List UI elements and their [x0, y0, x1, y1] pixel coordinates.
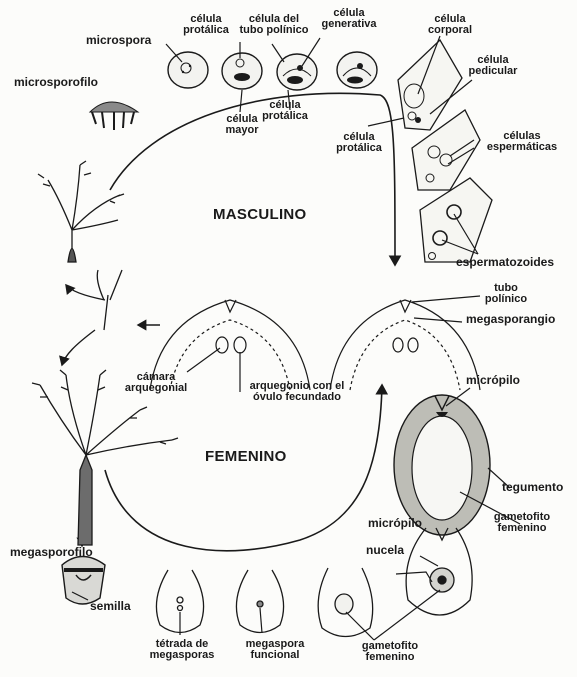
label-semilla: semilla	[90, 601, 131, 612]
label-arquegonio: arquegonio con el óvulo fecundado	[238, 381, 356, 403]
ovule-gametophyte-young	[318, 568, 373, 637]
label-celula-pedicular: célula pedicular	[462, 55, 524, 77]
label-microspora: microspora	[86, 35, 151, 46]
label-celula-pedicular-line2: pedicular	[462, 66, 524, 77]
label-gametofito-femenino-right: gametofito femenino	[482, 512, 562, 534]
label-celula-protalica-mid: célula protálica	[256, 100, 314, 122]
label-celula-mayor-line2: mayor	[222, 125, 262, 136]
cycle-arrow-bottom	[105, 385, 382, 551]
label-celula-tubo-polinico: célula del tubo polínico	[236, 14, 312, 36]
label-camara-arquegonial: cámara arquegonial	[124, 372, 188, 394]
label-tegumento: tegumento	[502, 482, 563, 493]
label-gametofito-femenino-bottom: gametofito femenino	[354, 641, 426, 663]
label-microsporofilo: microsporofilo	[14, 77, 98, 88]
section-label-femenino: FEMENINO	[205, 448, 287, 465]
megasporophyll-plant	[97, 270, 122, 330]
label-gametofito-bottom-line2: femenino	[354, 652, 426, 663]
label-celula-protalica-right: célula protálica	[330, 132, 388, 154]
ovule-section-right	[330, 300, 480, 390]
label-celula-corporal: célula corporal	[424, 14, 476, 36]
label-celula-protalica-right-line2: protálica	[330, 143, 388, 154]
label-megasporofilo: megasporofilo	[10, 547, 93, 558]
section-label-masculino: MASCULINO	[213, 206, 307, 223]
ovule-functional-megaspore	[236, 570, 283, 633]
label-nucela: nucela	[366, 545, 404, 556]
label-celulas-espermaticas-line2: espermáticas	[480, 142, 564, 153]
female-cycad-plant	[32, 370, 178, 545]
label-celulas-espermaticas: células espermáticas	[480, 131, 564, 153]
label-celula-protalica-top: célula protálica	[180, 14, 232, 36]
label-celula-generativa: célula generativa	[316, 8, 382, 30]
ovule-integument	[394, 395, 490, 535]
label-megasporangio: megasporangio	[466, 314, 555, 325]
label-celula-tubo-line2: tubo polínico	[236, 25, 312, 36]
ovule-gametophyte-mature	[406, 528, 472, 615]
label-gametofito-right-line2: femenino	[482, 523, 562, 534]
pollen-tube-stage-1	[398, 40, 462, 130]
pollen-cell-3	[277, 54, 317, 90]
label-tetrada-line2: megasporas	[146, 650, 218, 661]
label-camara-arquegonial-line2: arquegonial	[124, 383, 188, 394]
cycle-arrow-left-down	[62, 330, 95, 365]
label-tubo-polinico-line2: polínico	[480, 294, 532, 305]
male-cycad-plant	[38, 161, 124, 262]
pollen-cell-2	[222, 53, 262, 89]
pollen-cell-4	[337, 52, 377, 88]
microsporophyll-drawing	[90, 102, 138, 130]
label-tubo-polinico: tubo polínico	[480, 283, 532, 305]
label-megaspora-funcional: megaspora funcional	[244, 639, 306, 661]
label-celula-corporal-line2: corporal	[424, 25, 476, 36]
microspore-cell	[168, 52, 208, 88]
label-megaspora-funcional-line2: funcional	[244, 650, 306, 661]
label-celula-protalica-top-line2: protálica	[180, 25, 232, 36]
label-micropilo-top: micrópilo	[466, 375, 520, 386]
label-espermatozoides: espermatozoides	[456, 257, 554, 268]
label-celula-generativa-line2: generativa	[316, 19, 382, 30]
seed-megasporophyll	[62, 557, 105, 605]
label-arquegonio-line2: óvulo fecundado	[238, 392, 356, 403]
label-celula-protalica-mid-line2: protálica	[256, 111, 314, 122]
label-tetrada-megasporas: tétrada de megasporas	[146, 639, 218, 661]
label-micropilo-bottom: micrópilo	[368, 518, 422, 529]
